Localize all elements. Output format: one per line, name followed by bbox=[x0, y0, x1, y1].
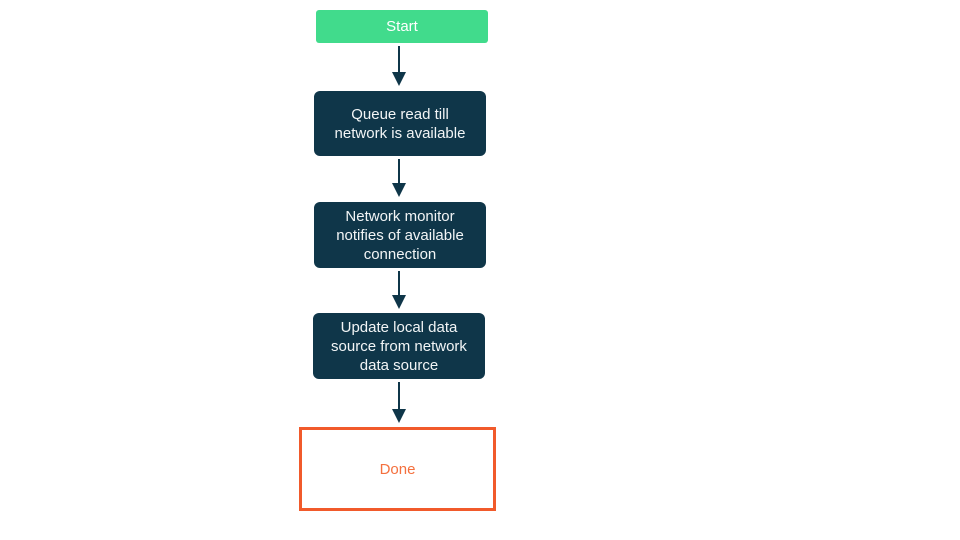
node-start[interactable]: Start bbox=[316, 10, 488, 43]
edge-start-to-queue-read bbox=[389, 46, 409, 88]
node-queue-read[interactable]: Queue read till network is available bbox=[314, 91, 486, 156]
edge-line bbox=[398, 271, 400, 297]
node-done[interactable]: Done bbox=[299, 427, 496, 511]
node-update-local[interactable]: Update local data source from network da… bbox=[313, 313, 485, 379]
arrow-down-icon bbox=[392, 72, 406, 86]
edge-update-local-to-done bbox=[389, 382, 409, 425]
arrow-down-icon bbox=[392, 295, 406, 309]
arrow-down-icon bbox=[392, 409, 406, 423]
edge-network-monitor-to-update-local bbox=[389, 271, 409, 311]
edge-queue-read-to-network-monitor bbox=[389, 159, 409, 199]
edge-line bbox=[398, 159, 400, 185]
edge-line bbox=[398, 46, 400, 74]
arrow-down-icon bbox=[392, 183, 406, 197]
node-network-monitor[interactable]: Network monitor notifies of available co… bbox=[314, 202, 486, 268]
edge-line bbox=[398, 382, 400, 411]
